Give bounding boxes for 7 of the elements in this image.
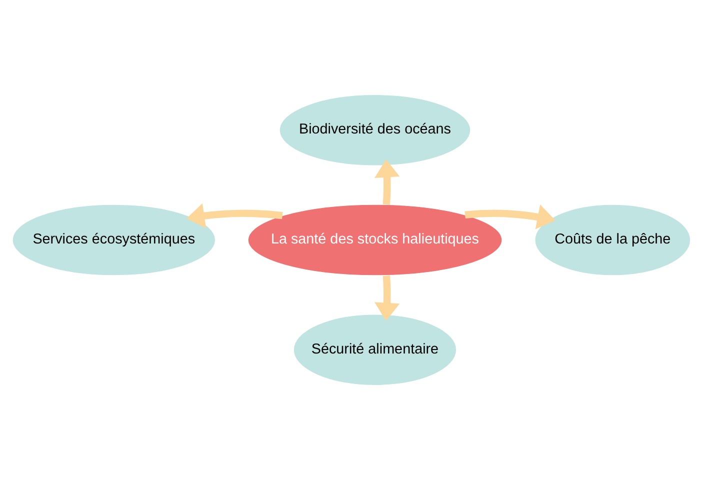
arrow: [374, 275, 400, 321]
node-ellipse: Biodiversité des océans: [278, 94, 472, 166]
arrow: [186, 203, 283, 228]
node-ellipse: Sécurité alimentaire: [293, 314, 457, 386]
node-ellipse: La santé des stocks halieutiques: [247, 204, 503, 276]
arrow: [464, 204, 556, 230]
arrow: [374, 159, 400, 205]
